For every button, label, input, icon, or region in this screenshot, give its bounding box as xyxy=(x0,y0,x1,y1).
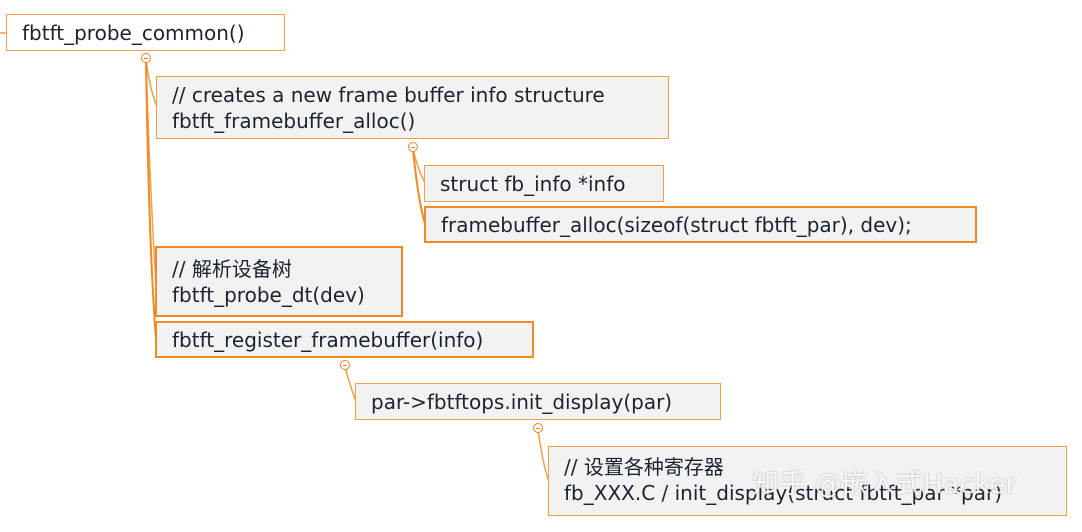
node-fbtft-probe-dt[interactable]: // 解析设备树 fbtft_probe_dt(dev) xyxy=(155,246,403,317)
node-text: fb_XXX.C / init_display(struct fbtft_par… xyxy=(564,481,1003,505)
node-comment: // 解析设备树 xyxy=(172,257,292,281)
node-text: fbtft_probe_dt(dev) xyxy=(172,283,365,307)
collapse-toggle-icon[interactable] xyxy=(533,423,543,433)
node-text: fbtft_register_framebuffer(info) xyxy=(172,328,484,352)
node-text: fbtft_framebuffer_alloc() xyxy=(172,109,416,133)
node-text: fbtft_probe_common() xyxy=(22,21,245,45)
node-struct-fb-info[interactable]: struct fb_info *info xyxy=(424,165,664,202)
collapse-toggle-icon[interactable] xyxy=(340,360,350,370)
node-set-registers[interactable]: // 设置各种寄存器 fb_XXX.C / init_display(struc… xyxy=(548,446,1067,516)
node-comment: // creates a new frame buffer info struc… xyxy=(172,83,605,107)
node-fbtft-register-framebuffer[interactable]: fbtft_register_framebuffer(info) xyxy=(155,321,534,358)
node-framebuffer-alloc[interactable]: framebuffer_alloc(sizeof(struct fbtft_pa… xyxy=(424,206,977,243)
node-text: framebuffer_alloc(sizeof(struct fbtft_pa… xyxy=(441,213,912,237)
watermark: 知乎 @嵌入式Hacker xyxy=(752,469,1017,500)
node-text: struct fb_info *info xyxy=(440,172,626,196)
node-fbtft-framebuffer-alloc[interactable]: // creates a new frame buffer info struc… xyxy=(156,76,669,139)
collapse-toggle-icon[interactable] xyxy=(141,53,151,63)
node-fbtft-probe-common[interactable]: fbtft_probe_common() xyxy=(6,14,285,51)
node-comment: // 设置各种寄存器 xyxy=(564,455,724,479)
node-text: par->fbtftops.init_display(par) xyxy=(371,390,673,414)
node-init-display[interactable]: par->fbtftops.init_display(par) xyxy=(355,383,721,420)
collapse-toggle-icon[interactable] xyxy=(408,142,418,152)
